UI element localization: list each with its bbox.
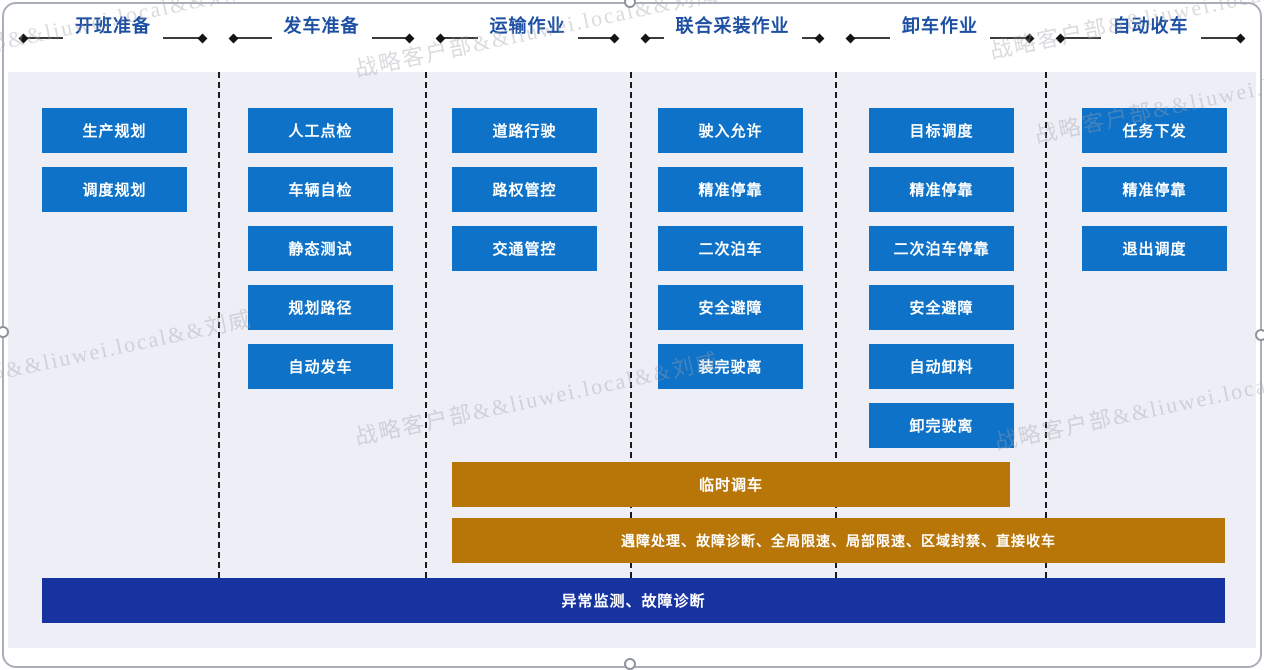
selection-handle-bottom[interactable] <box>624 658 636 670</box>
diamond-icon <box>814 33 825 43</box>
column-kaiban: 生产规划 调度规划 <box>42 108 187 212</box>
section-title: 发车准备 <box>283 16 360 36</box>
selection-handle-top[interactable] <box>624 0 636 8</box>
diamond-icon <box>1055 33 1066 43</box>
process-box[interactable]: 卸完驶离 <box>869 403 1014 448</box>
column-yunshu: 道路行驶 路权管控 交通管控 <box>452 108 597 271</box>
process-box[interactable]: 自动卸料 <box>869 344 1014 389</box>
process-box[interactable]: 人工点检 <box>248 108 393 153</box>
section-header-fache[interactable]: 发车准备 <box>228 16 415 54</box>
column-shouche: 任务下发 精准停靠 退出调度 <box>1082 108 1227 271</box>
column-divider <box>630 72 632 578</box>
process-box[interactable]: 交通管控 <box>452 226 597 271</box>
section-header-yunshu[interactable]: 运输作业 <box>435 16 620 54</box>
process-box[interactable]: 生产规划 <box>42 108 187 153</box>
process-box[interactable]: 二次泊车 <box>658 226 803 271</box>
anomaly-monitoring-bar[interactable]: 异常监测、故障诊断 <box>42 578 1225 623</box>
diamond-icon <box>1024 33 1035 43</box>
process-box[interactable]: 装完驶离 <box>658 344 803 389</box>
diamond-icon <box>845 33 856 43</box>
diamond-icon <box>1235 33 1246 43</box>
process-box[interactable]: 道路行驶 <box>452 108 597 153</box>
section-title: 运输作业 <box>489 16 566 36</box>
exception-handling-bar[interactable]: 遇障处理、故障诊断、全局限速、局部限速、区域封禁、直接收车 <box>452 518 1225 563</box>
process-box[interactable]: 任务下发 <box>1082 108 1227 153</box>
column-divider <box>835 72 837 578</box>
process-box[interactable]: 安全避障 <box>869 285 1014 330</box>
section-title: 联合采装作业 <box>675 16 790 36</box>
column-divider <box>425 72 427 578</box>
process-box[interactable]: 精准停靠 <box>869 167 1014 212</box>
process-box[interactable]: 自动发车 <box>248 344 393 389</box>
column-caizhuang: 驶入允许 精准停靠 二次泊车 安全避障 装完驶离 <box>658 108 803 389</box>
diamond-icon <box>18 33 29 43</box>
process-box[interactable]: 调度规划 <box>42 167 187 212</box>
section-header-shouche[interactable]: 自动收车 <box>1055 16 1246 54</box>
temporary-dispatch-bar[interactable]: 临时调车 <box>452 462 1010 507</box>
section-header-xieche[interactable]: 卸车作业 <box>845 16 1035 54</box>
process-box[interactable]: 车辆自检 <box>248 167 393 212</box>
section-header-kaiban[interactable]: 开班准备 <box>18 16 208 54</box>
section-title: 开班准备 <box>75 16 151 36</box>
diamond-icon <box>197 33 208 43</box>
section-header-caizhuang[interactable]: 联合采装作业 <box>640 16 825 54</box>
process-box[interactable]: 驶入允许 <box>658 108 803 153</box>
column-xieche: 目标调度 精准停靠 二次泊车停靠 安全避障 自动卸料 卸完驶离 <box>869 108 1014 448</box>
process-box[interactable]: 规划路径 <box>248 285 393 330</box>
diamond-icon <box>404 33 415 43</box>
column-divider <box>1045 72 1047 578</box>
process-box[interactable]: 安全避障 <box>658 285 803 330</box>
process-box[interactable]: 精准停靠 <box>658 167 803 212</box>
column-fache: 人工点检 车辆自检 静态测试 规划路径 自动发车 <box>248 108 393 389</box>
process-box[interactable]: 路权管控 <box>452 167 597 212</box>
diamond-icon <box>609 33 620 43</box>
process-box[interactable]: 二次泊车停靠 <box>869 226 1014 271</box>
section-title: 自动收车 <box>1112 16 1189 36</box>
diamond-icon <box>435 33 446 43</box>
column-divider <box>218 72 220 578</box>
process-box[interactable]: 退出调度 <box>1082 226 1227 271</box>
process-box[interactable]: 精准停靠 <box>1082 167 1227 212</box>
section-title: 卸车作业 <box>902 16 978 36</box>
diamond-icon <box>640 33 651 43</box>
selection-handle-left[interactable] <box>0 326 9 338</box>
selection-handle-right[interactable] <box>1255 329 1264 341</box>
diamond-icon <box>228 33 239 43</box>
process-box[interactable]: 目标调度 <box>869 108 1014 153</box>
process-box[interactable]: 静态测试 <box>248 226 393 271</box>
